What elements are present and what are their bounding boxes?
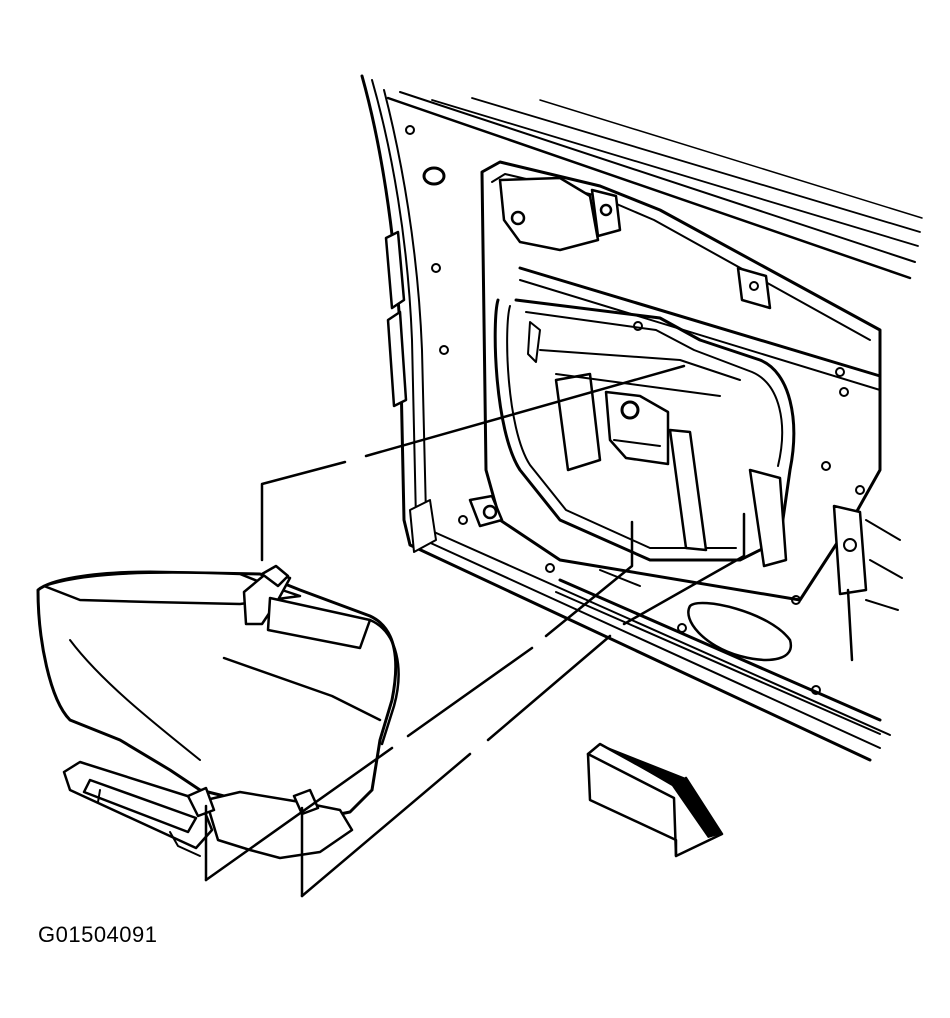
door-inner-panel-icon xyxy=(360,74,923,762)
leader-lines-icon xyxy=(204,364,746,898)
figure-id-label: G01504091 xyxy=(38,922,158,947)
water-deflector-icon xyxy=(36,564,400,860)
direction-arrow-icon xyxy=(586,742,724,858)
